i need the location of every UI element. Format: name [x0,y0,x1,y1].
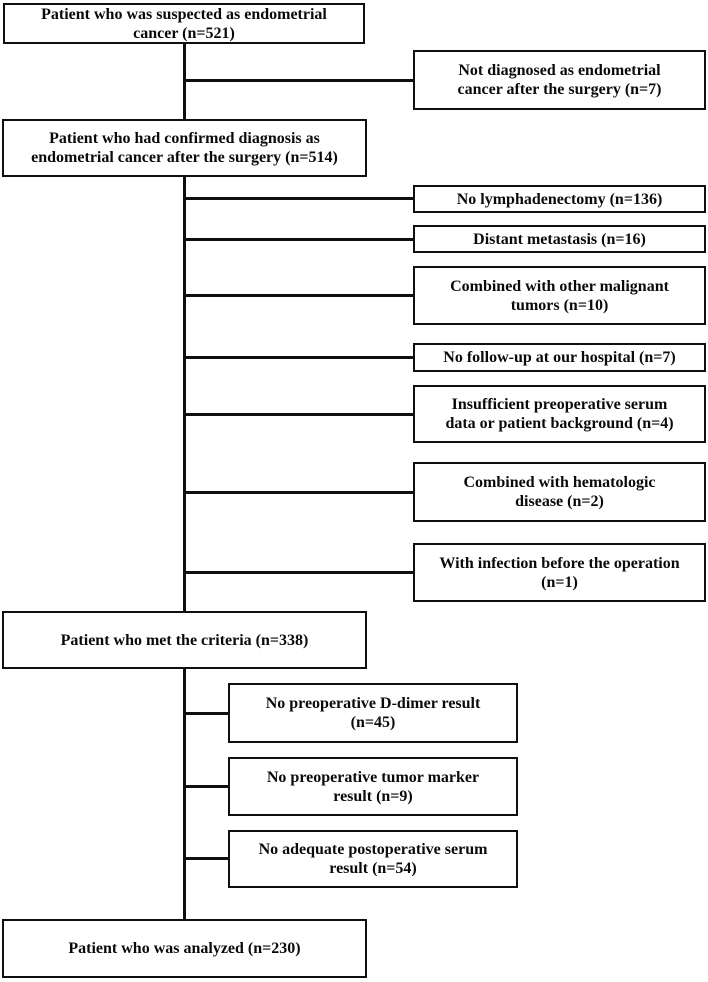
connector-vertical-confirmed-criteria [183,177,186,611]
flow-box-no-followup: No follow-up at our hospital (n=7) [413,343,706,372]
flow-box-text: No follow-up at our hospital (n=7) [443,349,676,366]
connector-branch-no-ddimer-result [183,712,228,715]
flow-box-no-postoperative-serum-result: No adequate postoperative serum result (… [228,830,518,888]
flow-box-text: Patient who met the criteria (n=338) [60,631,309,649]
flow-box-hematologic-disease: Combined with hematologic disease (n=2) [413,462,706,522]
flow-box-text: Combined with hematologic [463,474,656,491]
flow-box-confirmed: Patient who had confirmed diagnosis as e… [2,119,367,177]
flow-box-text: No lymphadenectomy (n=136) [456,190,663,208]
connector-vertical-criteria-analyzed [183,669,186,919]
flow-box-text: Patient who was analyzed (n=230) [68,940,301,957]
connector-branch-no-tumor-marker-result [183,785,228,788]
flow-box-text: (n=1) [541,573,578,591]
flow-box-text: result (n=54) [329,860,417,877]
flow-box-insufficient-data: Insufficient preoperative serum data or … [413,385,706,443]
flow-box-no-ddimer-result: No preoperative D-dimer result (n=45) [228,683,518,743]
connector-branch-no-followup [183,356,413,359]
flow-box-text: cancer (n=521) [133,24,235,42]
flow-box-text: With infection before the operation [439,554,680,572]
flow-box-text: Patient who was suspected as endometrial [41,5,327,23]
flow-box-text: tumors (n=10) [510,296,609,314]
flow-box-text: result (n=9) [333,787,413,805]
connector-branch-insufficient-data [183,413,413,416]
flow-box-text: (n=45) [350,714,396,731]
connector-branch-hematologic-disease [183,491,413,494]
flow-box-text: cancer after the surgery (n=7) [457,81,662,98]
connector-branch-no-lymphadenectomy [183,197,413,200]
flow-box-text: endometrial cancer after the surgery (n=… [31,149,338,166]
flow-box-text: data or patient background (n=4) [445,415,674,432]
flow-box-no-lymphadenectomy: No lymphadenectomy (n=136) [413,185,706,213]
flow-box-text: No preoperative tumor marker [266,768,480,786]
connector-branch-distant-metastasis [183,238,413,241]
connector-branch-no-postoperative-serum-result [183,857,228,860]
flow-box-text: Insufficient preoperative serum [451,396,668,413]
connector-branch-not-diagnosed [183,79,413,82]
flow-box-analyzed: Patient who was analyzed (n=230) [2,919,367,978]
flow-box-text: No adequate postoperative serum [258,841,488,858]
flow-box-distant-metastasis: Distant metastasis (n=16) [413,225,706,253]
flow-box-text: Patient who had confirmed diagnosis as [49,130,320,147]
flow-box-not-diagnosed: Not diagnosed as endometrial cancer afte… [413,50,706,110]
flow-box-text: Distant metastasis (n=16) [473,230,646,248]
connector-branch-other-malignant-tumors [183,294,413,297]
flow-box-suspected: Patient who was suspected as endometrial… [3,3,365,44]
flow-box-text: No preoperative D-dimer result [265,695,481,712]
flow-box-no-tumor-marker-result: No preoperative tumor marker result (n=9… [228,757,518,816]
flow-box-text: Not diagnosed as endometrial [458,62,661,79]
flow-box-text: disease (n=2) [515,493,604,510]
flow-box-infection-before-operation: With infection before the operation (n=1… [413,543,706,602]
flow-box-met-criteria: Patient who met the criteria (n=338) [2,611,367,669]
flow-box-other-malignant-tumors: Combined with other malignant tumors (n=… [413,266,706,325]
flow-box-text: Combined with other malignant [450,277,669,295]
connector-branch-infection-before-operation [183,571,413,574]
